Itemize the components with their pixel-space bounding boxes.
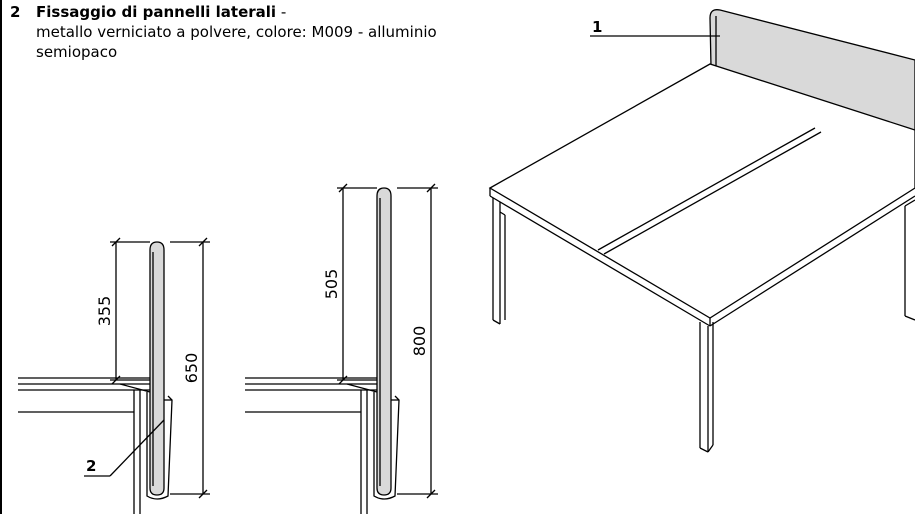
desk-leg-foot: [707, 444, 714, 453]
dimension-650-label: 650: [182, 353, 201, 384]
legend-heading: 2 Fissaggio di pannelli laterali -: [10, 2, 476, 22]
legend-number: 2: [10, 3, 21, 21]
dim-tick: [111, 375, 121, 385]
legend-separator: -: [276, 3, 287, 21]
dimension-505-label: 505: [322, 269, 341, 300]
detail-panel-800: [245, 183, 438, 514]
dim-tick: [111, 237, 121, 247]
desk-bevel: [346, 383, 378, 393]
detail-panel-650: [18, 237, 210, 514]
legend: 2 Fissaggio di pannelli laterali - metall…: [10, 2, 476, 62]
dim-tick: [338, 375, 348, 385]
desk-leg: [904, 199, 915, 207]
desk-bevel: [119, 383, 151, 393]
desk-side-edge: [709, 195, 915, 327]
side-panel: [149, 241, 165, 496]
page-left-border: [0, 0, 2, 514]
desk-leg: [499, 211, 506, 216]
desk-split-line: [597, 127, 816, 251]
dimension-355-label: 355: [95, 296, 114, 327]
desk-leg-foot: [904, 315, 915, 321]
dim-tick: [198, 489, 208, 499]
side-fixing-clamp: [146, 392, 173, 500]
desk-leg-foot: [699, 447, 709, 453]
callout-2-label: 2: [86, 457, 96, 475]
dimension-800-label: 800: [410, 326, 429, 357]
legend-description: metallo verniciato a polvere, colore: M0…: [36, 23, 437, 61]
side-fixing-clamp: [373, 392, 400, 500]
dim-tick: [338, 183, 348, 193]
legend-title: Fissaggio di pannelli laterali: [36, 3, 277, 21]
desk-split-line-2: [603, 131, 822, 255]
desk-leg-foot: [492, 319, 501, 325]
dim-tick: [426, 183, 436, 193]
dim-tick: [426, 489, 436, 499]
desk-front-edge: [489, 195, 711, 327]
side-panel: [376, 187, 392, 496]
callout-1-label: 1: [592, 18, 602, 36]
dim-tick: [198, 237, 208, 247]
callout-2-leader: [109, 419, 165, 477]
isometric-desk: [488, 9, 915, 453]
